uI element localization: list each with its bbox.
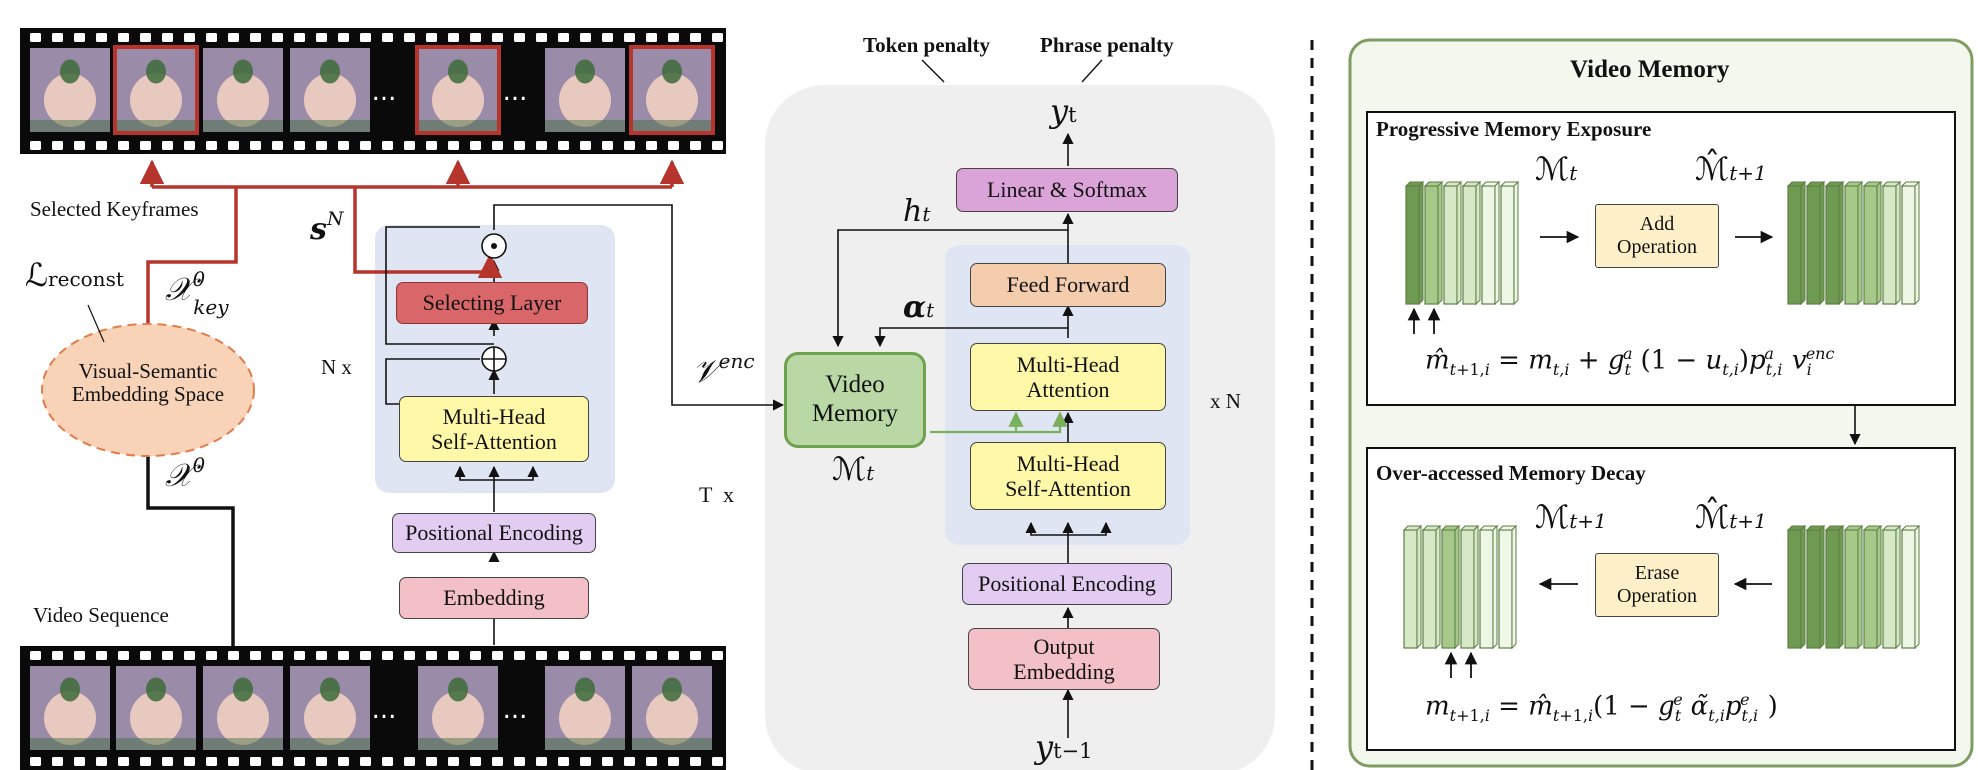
video-frame-thumbnail (632, 666, 712, 750)
pm-m-hat-symbol: ℳ̂t+1 (1695, 150, 1767, 188)
decoder-self-attention-box: Multi-Head Self-Attention (970, 442, 1166, 510)
encoder-positional-encoding-box: Positional Encoding (392, 513, 596, 553)
selected-keyframes-label: Selected Keyframes (30, 197, 199, 221)
memory-slot (1443, 185, 1458, 305)
token-penalty-label: Token penalty (863, 33, 991, 57)
frame-ellipsis: ... (372, 695, 397, 725)
keyframe-selection-lines (135, 159, 685, 355)
video-frame-thumbnail (203, 48, 283, 132)
video-frame-thumbnail (203, 666, 283, 750)
memory-slot (1863, 529, 1878, 649)
film-strip-bottom: ...... (20, 646, 726, 770)
alpha-t-symbol: αt (903, 290, 935, 325)
memory-slot (1422, 529, 1437, 649)
memory-slot (1424, 185, 1439, 305)
pm-m-t-symbol: ℳt (1535, 150, 1578, 188)
video-frame-thumbnail (290, 48, 370, 132)
h-t-symbol: ht (903, 194, 931, 229)
memory-operation-arrows (1407, 230, 1774, 678)
memory-slot (1460, 529, 1475, 649)
memory-decay-title: Over-accessed Memory Decay (1376, 461, 1646, 485)
x-key-symbol: 𝒳0key (165, 267, 229, 319)
memory-slot (1500, 185, 1515, 305)
frame-ellipsis: ... (503, 77, 528, 107)
m-t-symbol: ℳt (832, 450, 875, 488)
memory-slot (1882, 185, 1897, 305)
memory-slot (1901, 529, 1916, 649)
output-embedding-box: Output Embedding (968, 628, 1160, 690)
y-t-minus-1-input: yt−1 (1035, 728, 1093, 766)
video-sequence-label: Video Sequence (33, 603, 169, 627)
y-t-output: yt (1050, 92, 1077, 130)
add-operation-box: Add Operation (1595, 204, 1719, 268)
memory-slot (1882, 529, 1897, 649)
time-repeat-label: T x (699, 482, 735, 507)
video-frame-thumbnail (30, 666, 110, 750)
memory-slot (1403, 529, 1418, 649)
md-m-t1-symbol: ℳt+1 (1535, 498, 1607, 536)
memory-slot (1498, 529, 1513, 649)
film-strip-top: ...... (20, 28, 726, 154)
progressive-exposure-title: Progressive Memory Exposure (1376, 117, 1652, 141)
erase-operation-box: Erase Operation (1595, 553, 1719, 617)
memory-slot (1441, 529, 1456, 649)
memory-slot (1479, 529, 1494, 649)
memory-slot (1901, 185, 1916, 305)
video-memory-title: Video Memory (1570, 56, 1730, 83)
memory-slot (1462, 185, 1477, 305)
token-penalty-pointer (921, 59, 945, 83)
memory-slot (1787, 529, 1802, 649)
memory-slot (1806, 185, 1821, 305)
memory-slot (1405, 185, 1420, 305)
x0-symbol: 𝒳0 (165, 453, 206, 494)
memory-slot (1825, 529, 1840, 649)
feed-forward-box: Feed Forward (970, 263, 1166, 307)
md-m-hat-symbol: ℳ̂t+1 (1695, 498, 1767, 536)
memory-slot (1844, 185, 1859, 305)
decoder-connections (832, 132, 1112, 738)
encoder-self-attention-box: Multi-Head Self-Attention (399, 396, 589, 462)
encoder-embedding-box: Embedding (399, 577, 589, 619)
visual-semantic-embedding-ellipse (41, 323, 255, 457)
video-frame-thumbnail (30, 48, 110, 132)
video-memory-box: Video Memory (784, 352, 926, 448)
encoder-repeat-label: N x (321, 355, 352, 379)
memory-slot (1825, 185, 1840, 305)
video-frame-thumbnail (418, 666, 498, 750)
decoder-positional-encoding-box: Positional Encoding (962, 563, 1172, 605)
embedding-space-label: Visual-Semantic Embedding Space (71, 359, 225, 407)
selecting-layer-box: Selecting Layer (396, 282, 588, 324)
l-reconst-symbol: ℒreconst (25, 256, 124, 294)
video-frame-thumbnail (116, 666, 196, 750)
video-frame-thumbnail (113, 45, 199, 135)
memory-to-attention (930, 411, 1068, 434)
memory-slot (1787, 185, 1802, 305)
lreconst-pointer (87, 304, 105, 343)
video-frame-thumbnail (629, 45, 715, 135)
memory-slot (1844, 529, 1859, 649)
memory-slot (1863, 185, 1878, 305)
sequence-to-embedding-arrow (135, 421, 235, 646)
decoder-cross-attention-box: Multi-Head Attention (970, 343, 1166, 411)
memory-slot (1806, 529, 1821, 649)
phrase-penalty-label: Phrase penalty (1040, 33, 1174, 57)
linear-softmax-box: Linear & Softmax (956, 168, 1178, 212)
phrase-penalty-pointer (1081, 59, 1103, 83)
decoder-repeat-label: x N (1210, 389, 1241, 413)
frame-ellipsis: ... (503, 695, 528, 725)
video-frame-thumbnail (290, 666, 370, 750)
video-frame-thumbnail (545, 48, 625, 132)
video-frame-thumbnail (415, 45, 501, 135)
s-n-symbol: sN (310, 208, 344, 247)
v-enc-symbol: 𝒱enc (692, 349, 755, 390)
video-frame-thumbnail (545, 666, 625, 750)
frame-ellipsis: ... (372, 77, 397, 107)
memory-slot (1481, 185, 1496, 305)
